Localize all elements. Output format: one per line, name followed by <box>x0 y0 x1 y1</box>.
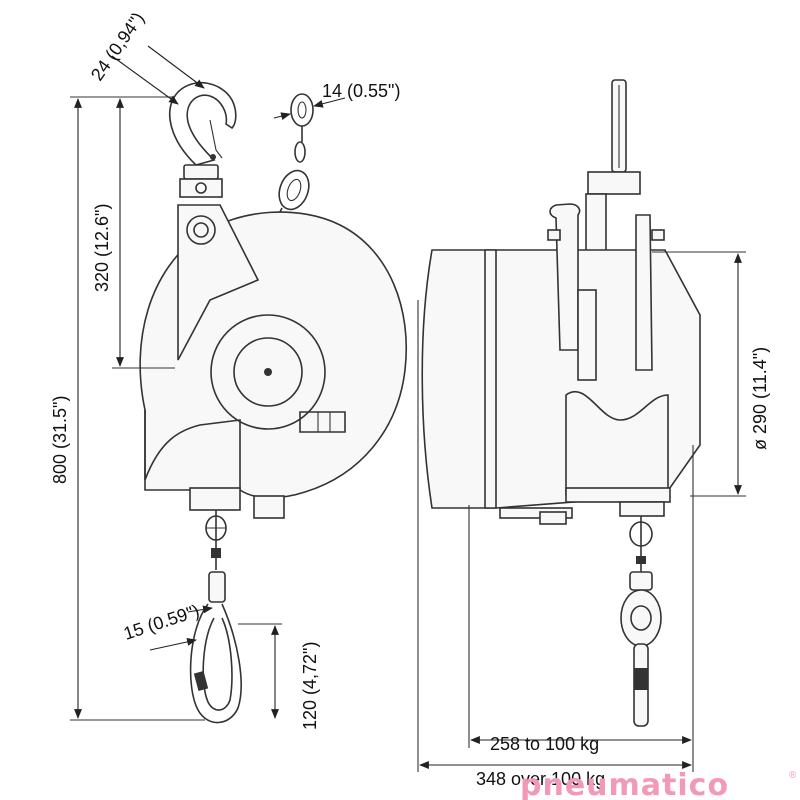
dimension-lines <box>70 45 746 772</box>
side-view <box>421 79 701 727</box>
carabiner-height-label: 120 (4,72") <box>300 642 320 730</box>
drum-diameter-label: ø 290 (11.4") <box>750 347 770 450</box>
depth-light-label: 258 to 100 kg <box>490 734 599 754</box>
registered-mark: ® <box>789 770 797 781</box>
front-carabiner <box>189 603 242 724</box>
front-view <box>139 82 408 724</box>
front-housing <box>139 204 408 519</box>
brand-logo: pneumatico ® <box>520 768 797 800</box>
top-hook <box>169 82 237 198</box>
carabiner-width-label: 15 (0.59") <box>121 601 202 644</box>
side-hook <box>585 79 641 266</box>
side-housing <box>421 203 701 525</box>
depth-heavy-label: 348 over 100 kg <box>476 769 605 789</box>
chain <box>264 93 314 239</box>
hook-width-label: 24 (0,94") <box>87 9 148 85</box>
hook-to-axis-label: 320 (12.6") <box>92 204 112 292</box>
chain-width-label: 14 (0.55") <box>322 81 400 101</box>
overall-height-label: 800 (31.5") <box>50 396 70 484</box>
side-cable <box>620 516 662 727</box>
brand-name: pneumatico <box>520 768 729 800</box>
front-cable <box>205 510 227 603</box>
